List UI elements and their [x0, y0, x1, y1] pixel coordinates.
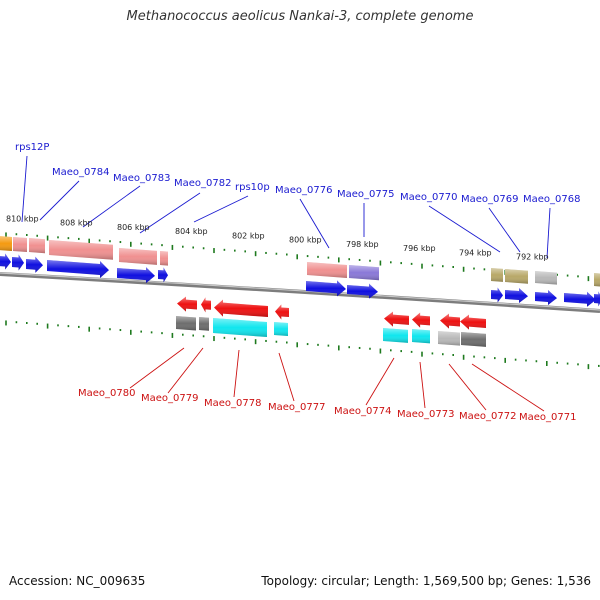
- reverse-gene-label: Maeo_0780: [78, 388, 135, 399]
- cog-block-shade: [119, 248, 157, 265]
- cog-block-shade: [491, 268, 503, 282]
- cog-block-shade: [307, 262, 347, 278]
- map-title: Methanococcus aeolicus Nankai-3, complet…: [126, 9, 474, 24]
- cds-arrow-forward-shade: [505, 288, 528, 304]
- cds-arrow-reverse-shade: [412, 312, 430, 328]
- reverse-gene-label: Maeo_0777: [268, 402, 325, 413]
- cds-arrow-reverse-shade: [201, 297, 211, 313]
- cds-arrow-forward-shade: [0, 253, 11, 270]
- cds-arrow-forward-shade: [12, 254, 24, 271]
- genome-backbone: [0, 272, 600, 313]
- reverse-gene-label: Maeo_0774: [334, 406, 391, 417]
- scale-label: 810 kbp: [6, 214, 39, 223]
- cds-arrow-forward-shade: [594, 291, 600, 307]
- cog-block-shade: [505, 269, 528, 284]
- scale-label: 808 kbp: [60, 219, 93, 228]
- scale-label: 798 kbp: [346, 240, 379, 249]
- reverse-gene-leader: [419, 361, 426, 409]
- scale-label: 796 kbp: [403, 244, 436, 253]
- reverse-gene-label: Maeo_0779: [141, 393, 198, 404]
- cog-block-shade: [160, 251, 168, 266]
- forward-gene-label: Maeo_0782: [174, 178, 231, 189]
- scale-label: 794 kbp: [459, 248, 492, 257]
- reverse-gene-leader: [448, 363, 487, 411]
- scale-label: 806 kbp: [117, 223, 150, 232]
- cds-arrow-forward-shade: [158, 267, 168, 283]
- forward-gene-label: rps12P: [15, 142, 49, 153]
- cog-block-shade: [461, 332, 486, 347]
- forward-gene-leader: [193, 195, 249, 223]
- forward-gene-label: Maeo_0768: [523, 194, 580, 205]
- accession-text: Accession: NC_009635: [9, 574, 146, 588]
- reverse-gene-leader: [167, 347, 204, 394]
- cds-arrow-reverse-shade: [214, 299, 268, 318]
- forward-gene-leader: [299, 198, 330, 249]
- forward-gene-label: rps10p: [235, 182, 270, 193]
- forward-gene-leader: [428, 205, 501, 253]
- scale-label: 802 kbp: [232, 231, 265, 240]
- cds-arrow-forward-shade: [491, 287, 503, 303]
- forward-gene-label: Maeo_0769: [461, 194, 518, 205]
- forward-gene-leader: [39, 180, 80, 221]
- forward-gene-leader: [21, 155, 28, 223]
- reverse-scale-ticks: [5, 320, 600, 370]
- scale-label: 804 kbp: [175, 227, 208, 236]
- cds-arrow-forward-shade: [535, 289, 557, 305]
- cog-block-shade: [199, 317, 209, 331]
- cog-block-shade: [13, 237, 27, 253]
- scale-label: 800 kbp: [289, 236, 322, 245]
- forward-gene-label: Maeo_0783: [113, 173, 170, 184]
- cog-block-shade: [349, 265, 379, 281]
- forward-gene-leader: [488, 207, 521, 253]
- cog-block-shade: [594, 273, 600, 287]
- genome-backbone-highlight: [0, 272, 600, 311]
- reverse-gene-leader: [471, 363, 545, 412]
- reverse-gene-leader: [278, 352, 295, 402]
- cog-block-shade: [176, 316, 196, 331]
- cds-arrow-reverse-shade: [384, 311, 409, 327]
- cds-arrow-forward-shade: [564, 291, 596, 307]
- forward-gene-leader: [546, 207, 551, 259]
- cds-arrow-forward-shade: [47, 260, 109, 278]
- cds-arrow-forward-shade: [117, 267, 155, 284]
- cog-block-shade: [0, 236, 12, 252]
- cds-arrow-forward-shade: [347, 283, 378, 299]
- genome-stats-text: Topology: circular; Length: 1,569,500 bp…: [261, 574, 591, 588]
- cog-block-shade: [438, 331, 460, 346]
- cds-arrow-reverse-shade: [177, 296, 197, 312]
- reverse-gene-label: Maeo_0771: [519, 412, 576, 423]
- reverse-gene-label: Maeo_0778: [204, 398, 261, 409]
- forward-gene-label: Maeo_0775: [337, 189, 394, 200]
- forward-gene-label: Maeo_0784: [52, 167, 109, 178]
- reverse-gene-leader: [233, 349, 240, 398]
- reverse-gene-leader: [365, 357, 395, 406]
- cog-block-shade: [412, 329, 430, 344]
- cog-block-shade: [49, 240, 113, 260]
- cog-block-shade: [213, 318, 267, 338]
- cds-arrow-reverse-shade: [460, 314, 486, 330]
- forward-gene-label: Maeo_0770: [400, 192, 457, 203]
- cog-block-shade: [383, 328, 408, 343]
- reverse-gene-label: Maeo_0772: [459, 411, 516, 422]
- cog-block-shade: [29, 238, 45, 254]
- cds-arrow-reverse-shade: [440, 313, 460, 329]
- forward-gene-leader: [82, 185, 141, 228]
- scale-label: 792 kbp: [516, 253, 549, 262]
- cds-arrow-forward-shade: [306, 280, 346, 297]
- cog-block-shade: [274, 322, 288, 337]
- reverse-gene-label: Maeo_0773: [397, 409, 454, 420]
- forward-gene-label: Maeo_0776: [275, 185, 332, 196]
- cog-block-shade: [535, 271, 557, 285]
- cds-arrow-reverse-shade: [275, 304, 289, 320]
- cds-arrow-forward-shade: [26, 256, 43, 273]
- forward-gene-leader: [139, 192, 201, 234]
- reverse-gene-leader: [129, 347, 185, 389]
